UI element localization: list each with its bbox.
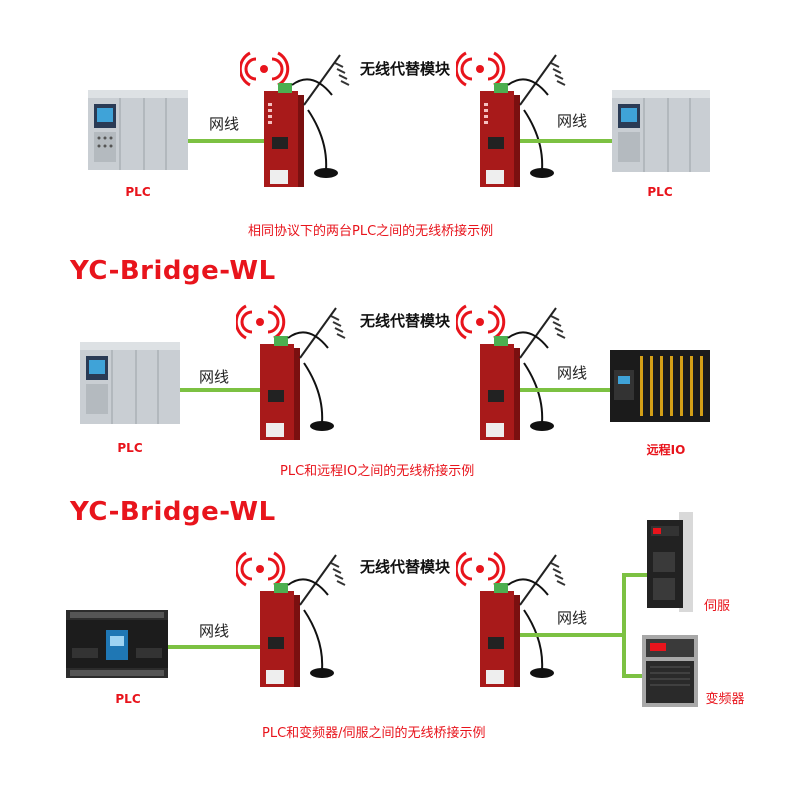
router-icon <box>236 298 346 448</box>
antenna-icon <box>519 554 566 678</box>
wireless-replacement-label: 无线代替模块 <box>360 312 451 330</box>
antenna-icon <box>299 554 346 678</box>
left-device-label: PLC <box>115 692 141 706</box>
left-device-label: PLC <box>117 441 143 455</box>
wifi-signal-icon <box>456 551 506 587</box>
cable-label: 网线 <box>557 364 588 382</box>
wifi-signal-icon <box>236 551 286 587</box>
cable-label: 网线 <box>209 115 240 133</box>
cable-label: 网线 <box>557 609 588 627</box>
antenna-icon <box>519 307 566 431</box>
servo-label: 伺服 <box>703 599 730 614</box>
antenna-icon <box>519 54 566 178</box>
ethernet-cable <box>520 633 624 637</box>
wifi-signal-icon <box>456 51 506 87</box>
ethernet-cable-to-servo <box>622 573 648 577</box>
router-icon <box>456 545 566 695</box>
ethernet-cable <box>520 388 612 392</box>
wifi-signal-icon <box>456 304 506 340</box>
wireless-replacement-label: 无线代替模块 <box>360 60 451 78</box>
ethernet-cable <box>168 645 266 649</box>
router-icon <box>236 545 346 695</box>
ethernet-cable-branch <box>622 573 626 678</box>
cable-label: 网线 <box>199 368 230 386</box>
ethernet-cable <box>180 388 266 392</box>
example-caption: 相同协议下的两台PLC之间的无线桥接示例 <box>248 224 494 239</box>
antenna-icon <box>303 54 350 178</box>
plc-icon <box>66 610 168 678</box>
router-icon <box>456 45 566 195</box>
antenna-icon <box>299 307 346 431</box>
example-caption: PLC和远程IO之间的无线桥接示例 <box>280 464 475 479</box>
left-device-label: PLC <box>125 185 151 199</box>
ethernet-cable <box>520 139 615 143</box>
cable-label: 网线 <box>199 622 230 640</box>
ethernet-cable-to-inverter <box>622 674 648 678</box>
router-icon <box>456 298 566 448</box>
plc-icon <box>612 90 710 172</box>
ethernet-cable <box>188 139 266 143</box>
plc-icon <box>88 90 188 170</box>
wifi-signal-icon <box>236 304 286 340</box>
right-device-label: PLC <box>647 185 673 199</box>
inverter-label: 变频器 <box>705 692 745 707</box>
product-title: YC-Bridge-WL <box>70 256 276 286</box>
servo-drive-icon <box>645 512 697 612</box>
wifi-signal-icon <box>240 51 290 87</box>
router-icon <box>240 45 350 195</box>
example-caption: PLC和变频器/伺服之间的无线桥接示例 <box>262 726 486 741</box>
remote-io-icon <box>610 350 710 422</box>
cable-label: 网线 <box>557 112 588 130</box>
right-device-label: 远程IO <box>646 443 686 457</box>
wireless-replacement-label: 无线代替模块 <box>360 558 451 576</box>
plc-icon <box>80 342 180 424</box>
product-title: YC-Bridge-WL <box>70 497 276 527</box>
inverter-icon <box>642 635 698 707</box>
